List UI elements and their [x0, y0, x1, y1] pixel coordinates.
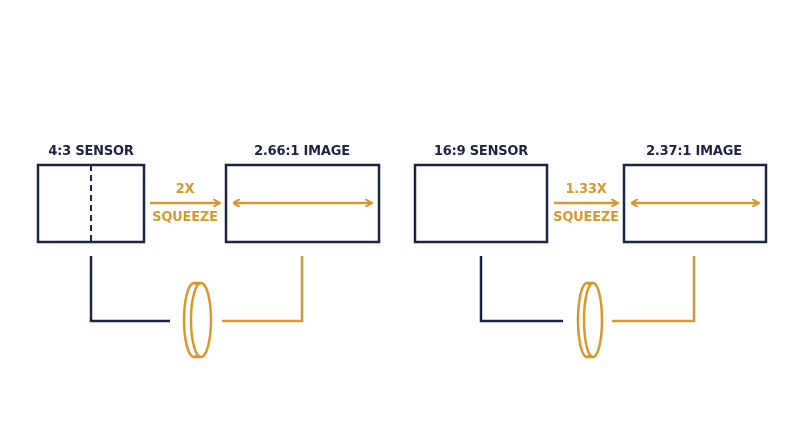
right-anamorphic-lens-icon	[576, 281, 604, 359]
left-sensor-label: 4:3 SENSOR	[48, 144, 134, 159]
left-image-label: 2.66:1 IMAGE	[254, 144, 350, 159]
left-anamorphic-lens-icon	[182, 281, 213, 359]
left-diagram-group: 4:3 SENSOR 2X SQUEEZE 2.66:1 IMAGE	[36, 144, 381, 359]
left-squeeze-factor: 2X	[176, 182, 195, 197]
left-image-connector	[222, 256, 304, 323]
left-sensor-connector	[89, 256, 170, 323]
right-image-label: 2.37:1 IMAGE	[646, 144, 742, 159]
right-sensor-box	[413, 163, 549, 244]
right-image-box	[622, 163, 768, 244]
right-diagram-group: 16:9 SENSOR 1.33X SQUEEZE 2.37:1 IMAGE	[413, 144, 768, 359]
right-squeeze-factor: 1.33X	[565, 182, 606, 197]
right-squeeze-word: SQUEEZE	[553, 210, 619, 225]
right-sensor-label: 16:9 SENSOR	[434, 144, 528, 159]
right-sensor-connector	[479, 256, 563, 323]
right-image-connector	[612, 256, 696, 323]
left-squeeze-word: SQUEEZE	[152, 210, 218, 225]
left-image-box	[224, 163, 381, 244]
